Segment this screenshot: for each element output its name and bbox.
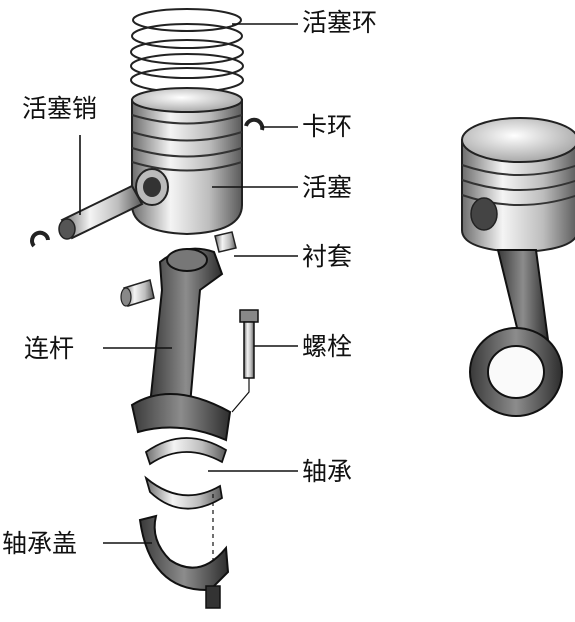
bushing-left (120, 279, 155, 307)
bearing-cap (138, 514, 230, 609)
connecting-rod (130, 247, 232, 442)
assembled-piston-rod (461, 117, 575, 417)
piston-rings (130, 8, 244, 93)
leader-lines (79, 23, 298, 544)
label-piston-pin: 活塞销 (22, 94, 98, 123)
label-bushing: 衬套 (302, 242, 353, 271)
bearing-lower (144, 475, 223, 510)
label-piston-ring: 活塞环 (302, 8, 378, 37)
label-bolt: 螺栓 (302, 332, 353, 361)
circlip-left (30, 230, 50, 248)
piston (131, 87, 243, 236)
label-bearing: 轴承 (302, 457, 353, 486)
label-piston: 活塞 (302, 173, 353, 202)
label-circlip: 卡环 (302, 112, 353, 141)
bearing-upper (144, 437, 228, 466)
circlip-right (244, 117, 265, 131)
bolt (231, 309, 259, 413)
label-connecting-rod: 连杆 (24, 334, 75, 363)
piston-pin (58, 184, 144, 240)
label-bearing-cap: 轴承盖 (2, 529, 78, 558)
bushing-top (214, 231, 237, 253)
